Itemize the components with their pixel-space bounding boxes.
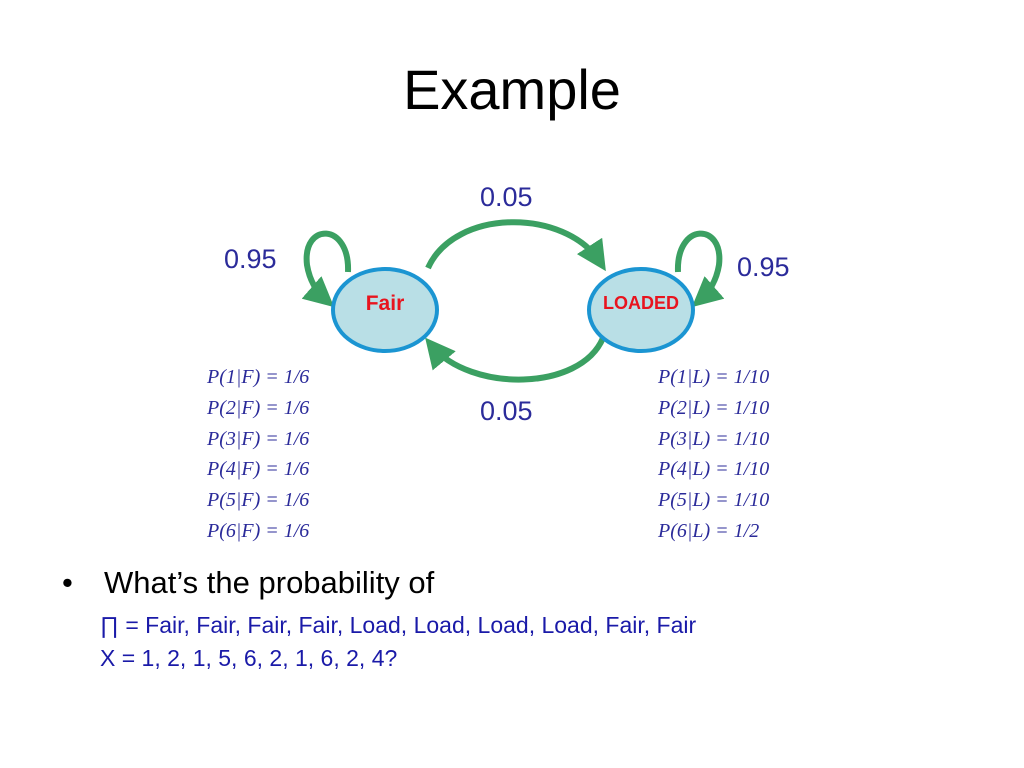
fair-emission-item: P(6|F) = 1/6 (207, 519, 310, 542)
transition-loaded-to-fair-prob: 0.05 (480, 396, 533, 426)
fair-emission-item: P(5|F) = 1/6 (207, 489, 310, 512)
transition-fair-to-loaded-prob: 0.05 (480, 182, 533, 212)
arrow-loaded-to-fair (425, 336, 606, 383)
loaded-emission-item: P(4|L) = 1/10 (658, 458, 770, 481)
fair-emission-item: P(1|F) = 1/6 (207, 366, 310, 388)
arrow-fair-to-loaded (425, 219, 606, 272)
state-loaded-label: LOADED (603, 293, 679, 313)
state-path-line: ∏ = Fair, Fair, Fair, Fair, Load, Load, … (100, 612, 697, 638)
question-text: What’s the probability of (104, 565, 435, 600)
state-loaded-node (587, 267, 695, 353)
loaded-emission-item: P(3|L) = 1/10 (658, 427, 770, 450)
loaded-emission-item: P(5|L) = 1/10 (658, 489, 770, 512)
fair-emission-item: P(3|F) = 1/6 (207, 427, 310, 450)
observation-sequence-line: X = 1, 2, 1, 5, 6, 2, 1, 6, 2, 4? (100, 645, 398, 671)
loaded-emission-item: P(6|L) = 1/2 (658, 519, 760, 542)
fair-emission-list: P(1|F) = 1/6 P(2|F) = 1/6 P(3|F) = 1/6 P… (207, 362, 309, 547)
loaded-emission-item: P(2|L) = 1/10 (658, 396, 770, 419)
arrow-loaded-self-loop (674, 230, 725, 308)
fair-emission-item: P(2|F) = 1/6 (207, 396, 310, 419)
state-fair-node (331, 267, 439, 353)
bullet-marker: • (62, 565, 73, 600)
transition-fair-self-prob: 0.95 (224, 244, 277, 274)
state-fair-label: Fair (365, 292, 405, 315)
transition-loaded-self-prob: 0.95 (737, 252, 790, 282)
loaded-emission-list: P(1|L) = 1/10 P(2|L) = 1/10 P(3|L) = 1/1… (658, 362, 769, 547)
loaded-emission-item: P(1|L) = 1/10 (658, 366, 770, 388)
arrow-fair-self-loop (301, 230, 352, 308)
fair-emission-item: P(4|F) = 1/6 (207, 458, 310, 481)
slide-title: Example (403, 58, 621, 121)
